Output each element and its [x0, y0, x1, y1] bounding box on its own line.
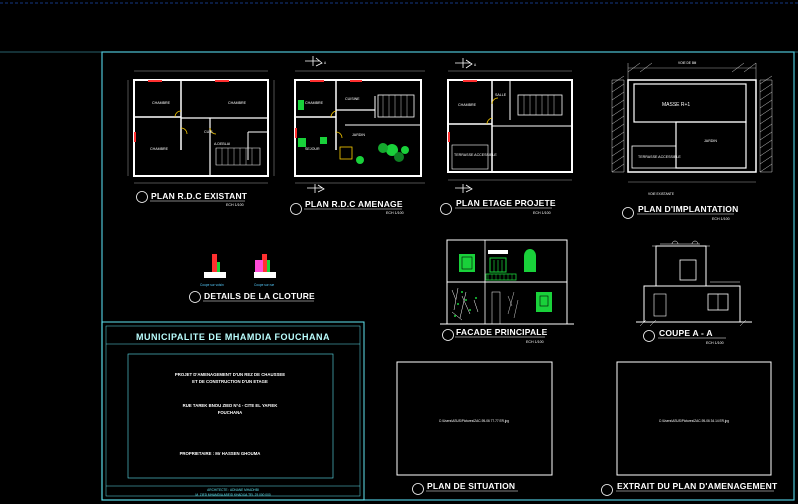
label-plan-implantation: PLAN D'IMPLANTATION [638, 204, 738, 214]
svg-text:TERRASSE ACCESSIBLE: TERRASSE ACCESSIBLE [454, 153, 497, 157]
plan-etage-projete: A CHAMBRE TERRASSE ACCESSIBLE SALLE [447, 58, 573, 193]
title-footer-line2: M. ZIED MHAMDIA ABEID KHADIJA TEL 25 000… [195, 493, 271, 497]
title-project-line2: ET DE CONSTRUCTION D'UN ETAGE [192, 379, 268, 384]
svg-text:CUISINE: CUISINE [345, 97, 360, 101]
details-cloture [204, 254, 276, 278]
label-plan-rdc-existant: PLAN R.D.C EXISTANT [151, 191, 248, 201]
facade-principale [440, 239, 574, 325]
label-details-cloture: DETAILS DE LA CLOTURE [204, 291, 315, 301]
title-address-line1: RUE TAREK BNOU ZIED N°4 - CITE EL YAFIEK [183, 403, 279, 408]
svg-text:VOIE DE 8M: VOIE DE 8M [678, 61, 697, 65]
label-bubble-extrait [601, 484, 613, 496]
label-bubble-situation [412, 483, 424, 495]
title-address-line2: FOUCHANA [218, 410, 243, 415]
svg-text:SEJOUR: SEJOUR [305, 147, 320, 151]
label-coupe-a-a: COUPE A - A [659, 328, 713, 338]
label-bubble-rdc-amenage [290, 203, 302, 215]
title-owner: PROPRIETAIRE : Mr HASSEN GHOUMA [180, 451, 261, 456]
svg-text:CHAMBRE: CHAMBRE [150, 147, 169, 151]
svg-text:A: A [324, 61, 327, 65]
coupe-a-a [636, 240, 752, 327]
label-bubble-implantation [622, 207, 634, 219]
svg-text:MASSE R+1: MASSE R+1 [662, 102, 690, 108]
label-extrait-plan: EXTRAIT DU PLAN D'AMENAGEMENT [617, 481, 778, 491]
plan-rdc-amenage: A CHAMBRE CUISINE SEJOUR JARDIN [294, 56, 425, 193]
plan-rdc-existant: CHAMBRE CHAMBRE CHAMBRE CUIS. A.DEBLAI [127, 70, 275, 184]
svg-text:CHAMBRE: CHAMBRE [228, 101, 247, 105]
svg-text:CHAMBRE: CHAMBRE [458, 103, 477, 107]
label-plan-rdc-amenage: PLAN R.D.C AMENAGE [305, 199, 403, 209]
caption-coupe-voisin: Coupe sur voisin [200, 283, 224, 287]
sheet-frame [101, 51, 795, 501]
label-facade-principale: FACADE PRINCIPALE [456, 327, 548, 337]
scale-rdc-existant: ECH 1/100 [226, 203, 244, 207]
svg-text:SALLE: SALLE [495, 93, 507, 97]
svg-text:CHAMBRE: CHAMBRE [152, 101, 171, 105]
svg-text:CHAMBRE: CHAMBRE [305, 101, 324, 105]
extrait-plan-image-path: C:\Users\ASUS\Pictures\ZAC-95-06 34.14 E… [659, 419, 729, 423]
svg-text:A: A [474, 63, 477, 67]
plan-implantation: VOIE DE 8M MASSE R+1 JARDIN TERRASSE ACC… [611, 61, 773, 196]
svg-text:JARDIN: JARDIN [352, 133, 365, 137]
label-bubble-rdc-existant [136, 191, 148, 203]
svg-text:A.DEBLAI: A.DEBLAI [214, 142, 230, 146]
label-bubble-cloture [189, 291, 201, 303]
extrait-plan-frame [616, 361, 772, 476]
svg-text:CUIS.: CUIS. [204, 130, 214, 134]
plan-situation-image-path: C:\Users\ASUS\Pictures\ZAC-95-06 77.77 E… [439, 419, 509, 423]
title-block [101, 321, 365, 501]
scale-facade: ECH 1/100 [526, 340, 544, 344]
svg-text:TERRASSE ACCESSIBLE: TERRASSE ACCESSIBLE [638, 155, 681, 159]
label-bubble-coupe [643, 330, 655, 342]
scale-rdc-amenage: ECH 1/100 [386, 211, 404, 215]
plan-situation-frame [396, 361, 553, 476]
scale-implantation: ECH 1/100 [712, 217, 730, 221]
label-plan-situation: PLAN DE SITUATION [427, 481, 515, 491]
svg-text:VOIE EXISTANTE: VOIE EXISTANTE [648, 192, 674, 196]
title-project-line1: PROJET D'AMENAGEMENT D'UN REZ DE CHAUSSE… [175, 372, 285, 377]
label-bubble-facade [442, 329, 454, 341]
title-footer-line1: ARCHITECTE : ADNANE MHADHBI [207, 488, 259, 492]
svg-text:JARDIN: JARDIN [704, 139, 717, 143]
caption-coupe-rue: Coupe sur rue [254, 283, 274, 287]
label-bubble-etage-projete [440, 203, 452, 215]
scale-etage-projete: ECH 1/100 [533, 211, 551, 215]
label-plan-etage-projete: PLAN ETAGE PROJETE [456, 198, 556, 208]
title-municipality: MUNICIPALITE DE MHAMDIA FOUCHANA [136, 332, 330, 342]
scale-coupe: ECH 1/100 [706, 341, 724, 345]
